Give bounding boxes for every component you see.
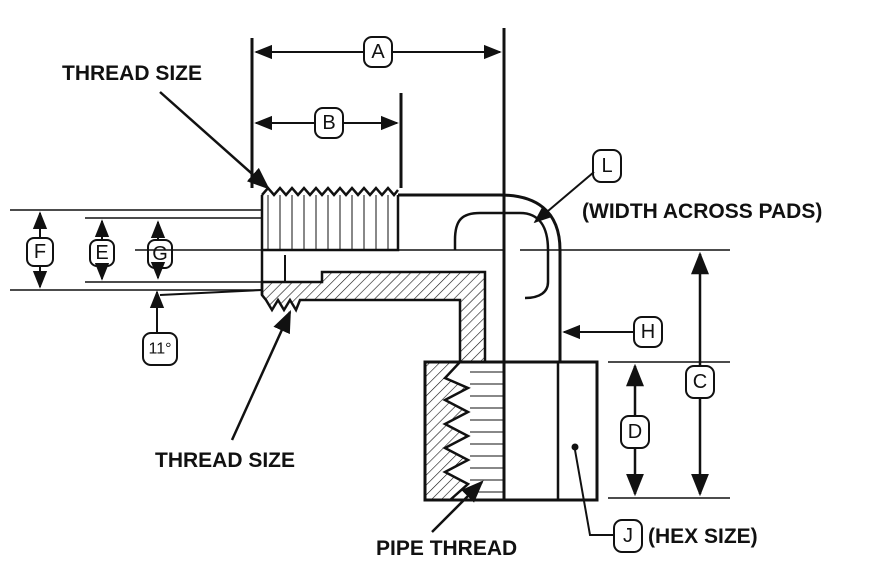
dim-e-label: E (95, 242, 108, 264)
thread-size-bottom-callout: THREAD SIZE (155, 309, 295, 472)
dim-f-label: F (34, 241, 46, 263)
male-thread (260, 186, 400, 252)
thread-size-top-label: THREAD SIZE (62, 62, 202, 85)
extension-lines (10, 38, 730, 499)
thread-size-top-callout: THREAD SIZE (62, 62, 270, 190)
dimension-j: J (HEX SIZE) (574, 449, 758, 553)
angle-label: 11° (148, 341, 171, 358)
dimension-b: B (254, 107, 399, 139)
dim-a-label: A (371, 41, 385, 63)
width-across-pads-label: (WIDTH ACROSS PADS) (582, 200, 822, 223)
dimension-h: H (562, 316, 663, 348)
dim-d-label: D (628, 421, 642, 443)
angle-callout: 11° (142, 289, 263, 366)
pipe-thread-label: PIPE THREAD (376, 537, 517, 560)
dimension-f: F (26, 211, 54, 289)
dim-h-label: H (641, 321, 655, 343)
dim-j-label: J (623, 525, 633, 547)
dim-b-label: B (322, 112, 335, 134)
dimension-c: C (685, 251, 715, 497)
dimension-d: D (620, 363, 650, 497)
female-pipe-thread (423, 360, 504, 502)
dimension-a: A (254, 36, 502, 68)
hex-size-label: (HEX SIZE) (648, 525, 758, 548)
pipe-thread-callout: PIPE THREAD (376, 480, 517, 560)
dimension-e: E (89, 219, 115, 281)
thread-size-bottom-label: THREAD SIZE (155, 449, 295, 472)
dimension-g: G (147, 220, 173, 280)
dim-l-label: L (601, 155, 612, 177)
dim-g-label: G (152, 243, 168, 265)
sectioned-body (260, 250, 487, 364)
dim-c-label: C (693, 371, 707, 393)
dimension-l: L (WIDTH ACROSS PADS) (533, 149, 822, 224)
